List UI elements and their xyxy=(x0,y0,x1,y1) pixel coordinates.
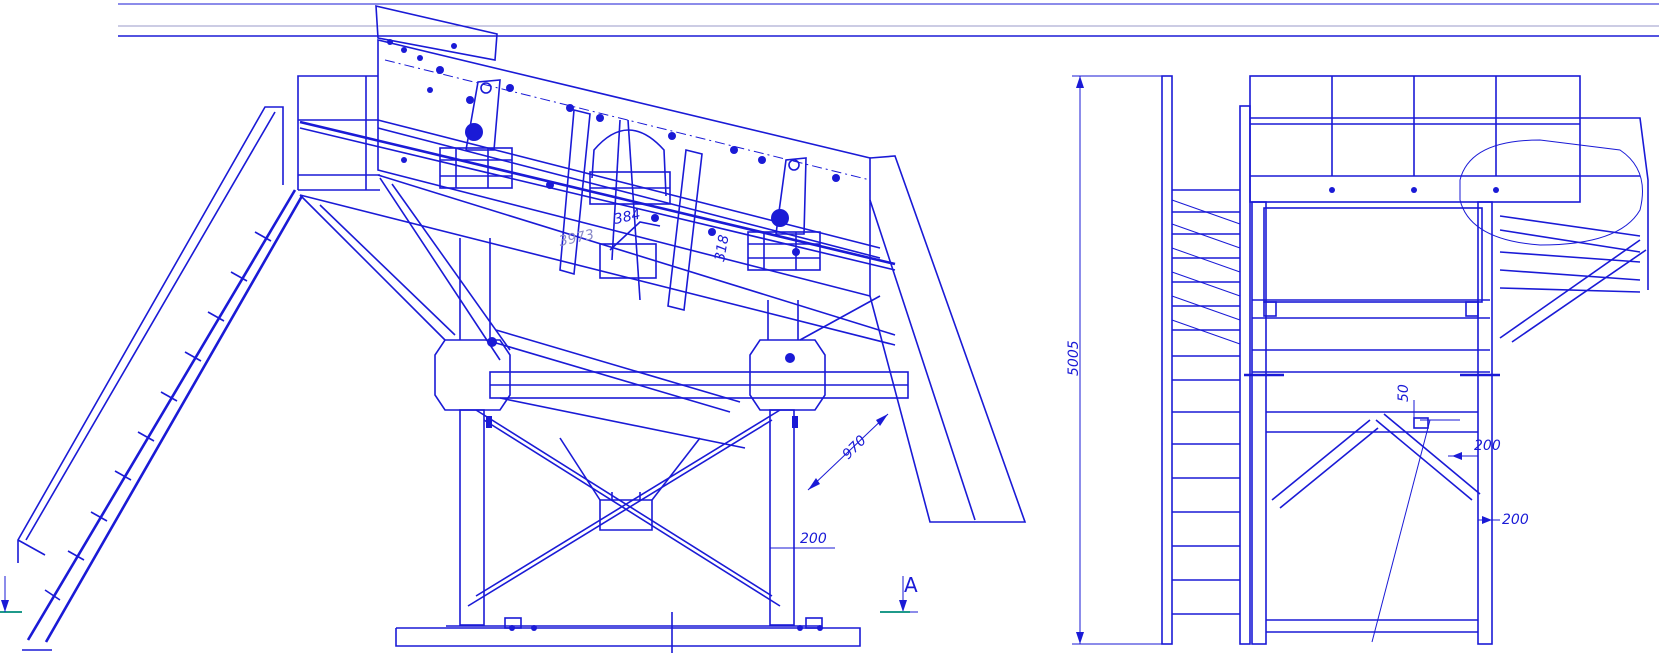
side-columns xyxy=(1251,201,1493,645)
dim-200-front-label: 200 xyxy=(800,531,827,547)
side-view: 5005 xyxy=(1066,75,1649,645)
dim-318-label: 318 xyxy=(712,234,732,263)
front-platform-railing xyxy=(297,75,380,191)
dim-384-label: 384 xyxy=(613,207,642,228)
dim-50-label: 50 xyxy=(1396,384,1412,402)
dim-970-label: 970 xyxy=(840,433,870,463)
ladder xyxy=(17,106,304,651)
ladder-rungs xyxy=(44,231,272,601)
side-right-wing xyxy=(1459,117,1649,343)
side-stair xyxy=(1161,75,1251,645)
support-frame xyxy=(299,177,909,653)
vibrator-right xyxy=(747,157,821,271)
front-dimensions xyxy=(0,413,918,613)
dim-200-upper-label: 200 xyxy=(1474,438,1501,454)
dim-3973-label: 3973 xyxy=(558,227,596,250)
side-dimensions: 50 200 200 xyxy=(1371,384,1529,643)
discharge-chute xyxy=(869,155,1027,523)
height-dimension: 5005 xyxy=(1066,75,1168,645)
vibrator-left xyxy=(439,79,513,189)
dim-200-lower-label: 200 xyxy=(1502,512,1529,528)
side-platform xyxy=(1244,75,1581,377)
section-mark-a: A xyxy=(904,573,918,597)
center-housing xyxy=(559,108,703,311)
front-view: 970 200 384 318 3973 A xyxy=(0,4,1027,653)
side-stair-steps xyxy=(1172,211,1240,615)
dim-5005-label: 5005 xyxy=(1066,340,1082,376)
top-frame-lines xyxy=(118,3,1659,37)
